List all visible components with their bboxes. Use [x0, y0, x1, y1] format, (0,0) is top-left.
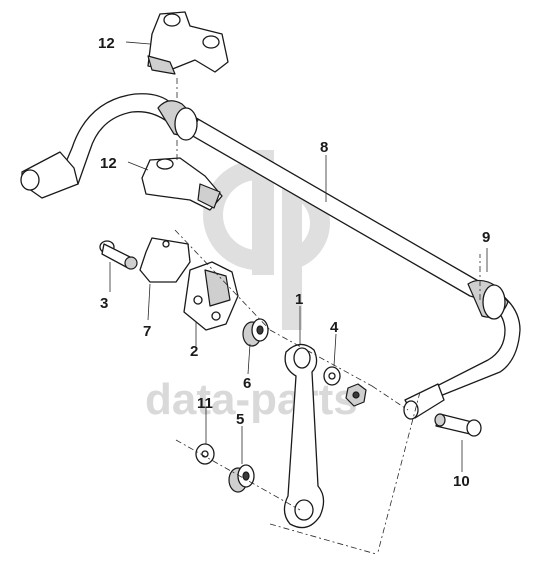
rubber-bush-part-6	[242, 318, 269, 347]
watermark-text: data-parts	[145, 375, 358, 424]
callout-7: 7	[143, 323, 151, 340]
callout-12-lower: 12	[100, 155, 117, 172]
bushing-part-9	[467, 279, 509, 320]
callout-6: 6	[243, 375, 251, 392]
link-rod-part-1	[283, 343, 325, 529]
washer-part-4	[323, 366, 341, 386]
lower-bracket-clamp	[141, 157, 223, 211]
callout-labels: 12 12 8 9 1 3 7 2 6 4 11 5 10	[98, 35, 490, 490]
callout-4: 4	[330, 319, 339, 336]
leader-lines	[109, 41, 488, 472]
assembly-axes	[174, 78, 481, 555]
callout-10: 10	[453, 473, 470, 490]
stabilizer-bar	[20, 93, 521, 420]
nut	[345, 383, 367, 407]
callout-1: 1	[295, 291, 303, 308]
rubber-bush-part-5	[228, 464, 255, 493]
washer-part-11	[195, 443, 215, 465]
mounting-bracket-part-2	[183, 261, 239, 331]
pin-part-3	[99, 240, 138, 270]
callout-12-upper: 12	[98, 35, 115, 52]
pin-part-10	[434, 413, 482, 437]
callout-8: 8	[320, 139, 328, 156]
callout-2: 2	[190, 343, 198, 360]
plate-bracket-part-7	[139, 237, 191, 283]
callout-5: 5	[236, 411, 244, 428]
upper-bracket-clamp	[147, 11, 229, 75]
bar-bushing-left	[157, 100, 199, 141]
callout-11: 11	[197, 395, 213, 412]
callout-9: 9	[482, 229, 490, 246]
callout-3: 3	[100, 295, 108, 312]
